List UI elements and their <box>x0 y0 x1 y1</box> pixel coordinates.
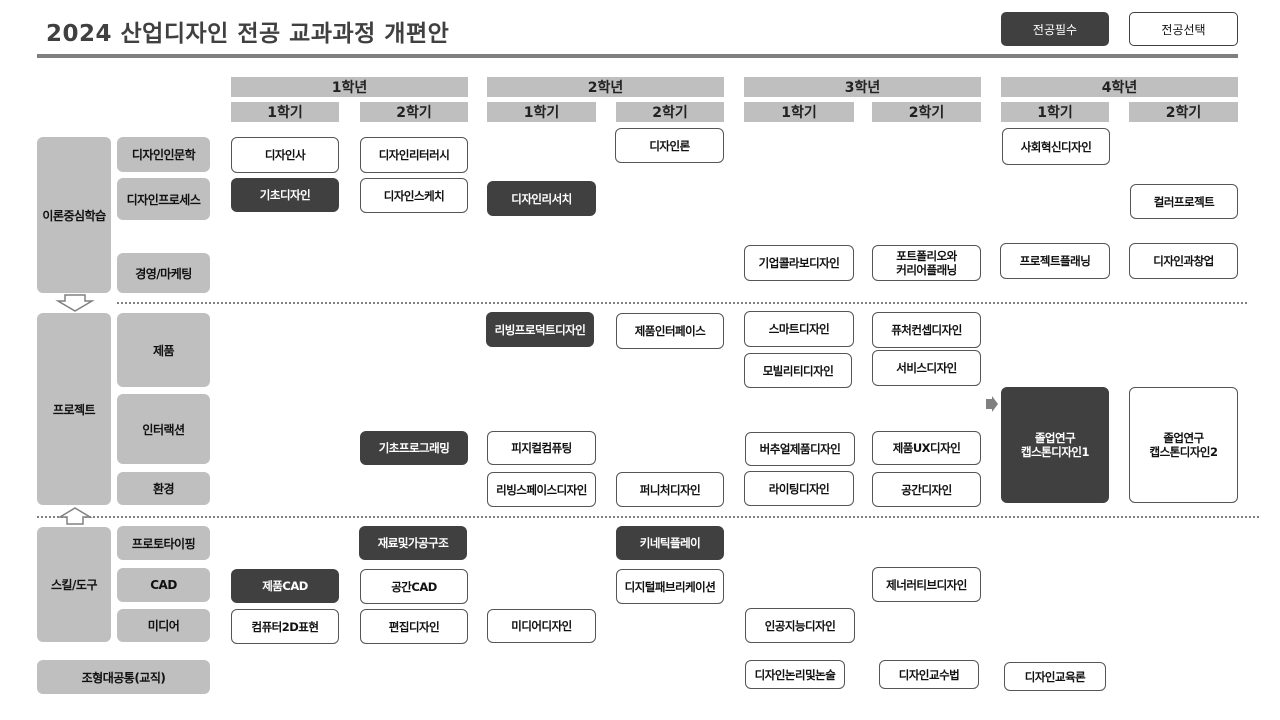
course-box: 재료및가공구조 <box>359 526 467 560</box>
course-box: 퓨처컨셉디자인 <box>872 312 981 348</box>
course-box: 스마트디자인 <box>744 311 854 347</box>
course-box: 졸업연구 캡스톤디자인2 <box>1129 387 1238 503</box>
semester-header: 2학기 <box>1129 102 1238 122</box>
course-box: 디자인교육론 <box>1004 662 1106 691</box>
course-box: 기초프로그래밍 <box>360 431 468 465</box>
subcategory-label: CAD <box>117 568 210 602</box>
course-box: 버추얼제품디자인 <box>745 432 855 466</box>
subcategory-label: 제품 <box>117 313 210 387</box>
legend-required: 전공필수 <box>1001 12 1109 46</box>
semester-header: 2학기 <box>360 102 468 122</box>
course-box: 디자인리터러시 <box>360 137 468 173</box>
course-box: 졸업연구 캡스톤디자인1 <box>1001 387 1109 503</box>
course-box: 기업콜라보디자인 <box>744 245 854 281</box>
arrow-up-icon <box>57 507 93 525</box>
course-box: 제너러티브디자인 <box>872 567 981 602</box>
semester-header: 2학기 <box>616 102 724 122</box>
legend-elective: 전공선택 <box>1129 12 1238 46</box>
semester-header: 1학기 <box>231 102 339 122</box>
course-box: 피지컬컴퓨팅 <box>487 431 596 465</box>
semester-header: 1학기 <box>487 102 596 122</box>
course-box: 디자인스케치 <box>360 178 468 213</box>
course-box: 사회혁신디자인 <box>1002 128 1110 165</box>
section-divider <box>37 516 1259 518</box>
subcategory-label: 디자인인문학 <box>117 137 210 172</box>
title-divider <box>37 54 1238 58</box>
course-box: 기초디자인 <box>231 178 339 212</box>
course-box: 디자인사 <box>231 137 339 173</box>
subcategory-label: 경영/마케팅 <box>117 253 210 293</box>
subcategory-label: 인터랙션 <box>117 394 210 464</box>
year-header-3: 3학년 <box>744 77 981 97</box>
course-box: 디자인과창업 <box>1129 243 1238 279</box>
year-header-1: 1학년 <box>231 77 468 97</box>
course-box: 프로젝트플래닝 <box>1000 243 1110 279</box>
course-box: 디자인론 <box>615 128 724 163</box>
subcategory-label: 프로토타이핑 <box>117 526 210 560</box>
course-box: 디자인교수법 <box>879 660 979 689</box>
arrow-right-icon <box>986 396 998 412</box>
course-box: 공간CAD <box>360 569 468 604</box>
arrow-down-icon <box>55 294 95 312</box>
course-box: 인공지능디자인 <box>745 608 855 643</box>
course-box: 포트폴리오와 커리어플래닝 <box>872 245 981 281</box>
course-box: 리빙스페이스디자인 <box>487 472 596 507</box>
course-box: 모빌리티디자인 <box>744 353 852 388</box>
course-box: 제품UX디자인 <box>872 431 981 465</box>
course-box: 디자인논리및논술 <box>745 660 845 689</box>
semester-header: 2학기 <box>872 102 981 122</box>
course-box: 서비스디자인 <box>872 350 981 386</box>
course-box: 제품CAD <box>231 569 339 603</box>
group-theory: 이론중심학습 <box>37 137 111 293</box>
section-divider <box>117 302 1247 304</box>
course-box: 리빙프로덕트디자인 <box>486 312 594 347</box>
course-box: 라이팅디자인 <box>744 471 854 506</box>
course-box: 컬러프로젝트 <box>1130 184 1238 219</box>
course-box: 편집디자인 <box>360 609 468 644</box>
subcategory-label: 환경 <box>117 472 210 505</box>
group-common: 조형대공통(교직) <box>37 660 210 694</box>
course-box: 컴퓨터2D표현 <box>231 609 339 644</box>
subcategory-label: 미디어 <box>117 609 210 642</box>
semester-header: 1학기 <box>744 102 854 122</box>
course-box: 퍼니처디자인 <box>616 472 724 507</box>
course-box: 제품인터페이스 <box>616 313 724 349</box>
year-header-2: 2학년 <box>487 77 724 97</box>
course-box: 공간디자인 <box>872 472 981 507</box>
course-box: 디자인리서치 <box>487 181 596 216</box>
course-box: 미디어디자인 <box>487 609 596 643</box>
course-box: 키네틱플레이 <box>616 526 724 560</box>
group-project: 프로젝트 <box>37 313 111 505</box>
course-box: 디지털패브리케이션 <box>616 569 724 604</box>
subcategory-label: 디자인프로세스 <box>117 178 210 220</box>
group-skills: 스킬/도구 <box>37 527 111 642</box>
year-header-4: 4학년 <box>1001 77 1238 97</box>
page-title: 2024 산업디자인 전공 교과과정 개편안 <box>46 21 450 47</box>
semester-header: 1학기 <box>1001 102 1109 122</box>
